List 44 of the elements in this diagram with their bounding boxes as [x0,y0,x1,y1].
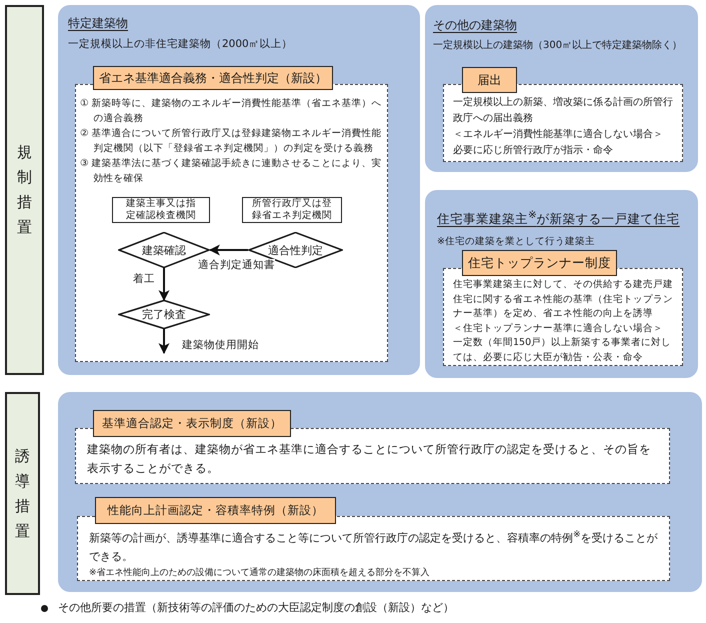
arrow [158,329,170,354]
heading-tab: 住宅トップランナー制度 [462,250,617,276]
list-item: ① 新築時等に、建築物のエネルギー消費性能基準（省エネ基準）への適合義務 [80,97,383,126]
panel-title: 住宅事業建築主$^{※}$が新築する一戸建て住宅 [437,208,680,228]
edge-label: 適合判定通知書 [198,259,275,272]
edge-label: 建築物使用開始 [182,339,259,352]
description-text: 一定規模以上の新築、増改築に係る計画の所管行政庁への届出義務 [453,96,674,126]
category-panel [58,392,702,592]
description-text: 建築物の所有者は、建築物が省エネ基準に適合することについて所管行政庁の認定を受けると、その旨を表示することができる。 [87,441,652,477]
category-panel [425,190,698,378]
panel-title: 特定建築物 [68,15,128,31]
list-item: ③ 建築基準法に基づく建築確認手続きに連動させることにより、実効性を確保 [80,157,383,186]
heading-tab: 省エネ基準適合義務・適合性判定（新設） [93,66,333,90]
description-box [443,84,683,162]
description-text: 一定数（年間150戸）以上新築する事業者に対しては、必要に応じ大臣が勧告・公表・命令 [453,336,672,364]
arrow [208,244,248,256]
description-text: ＜エネルギー消費性能基準に適合しない場合＞ [453,128,664,142]
description-box [75,84,388,362]
description-box [75,428,670,484]
category-label: 誘導措置 [5,392,40,595]
panel-subtitle: 一定規模以上の非住宅建築物（2000㎡以上） [68,37,294,51]
note-text: その他所要の措置（新技術等の評価のための大臣認定制度の創設（新設）など） [58,601,454,615]
footnote-text: ※省エネ性能向上のための設備について通常の建築物の床面積を超える部分を不算入 [89,566,431,580]
category-panel [425,5,698,172]
description-text: ＜住宅トップランナー基準に適合しない場合＞ [453,322,664,336]
description-box [77,516,670,581]
heading-tab: 届出 [462,67,517,93]
decision-diamond: 完了検査 [118,300,210,329]
edge-label: 着工 [133,273,155,286]
description-text: 住宅事業建築主に対して、その供給する建売戸建住宅に関する省エネ性能の基準（住宅トップランナー基準）を定め、省エネ性能の向上を誘導 [453,278,674,321]
heading-tab: 性能向上計画認定・容積率特例（新設） [95,497,336,524]
panel-subtitle: 一定規模以上の建築物（300㎡以上で特定建築物除く） [433,39,684,53]
category-panel [58,5,420,375]
heading-tab: 基準適合認定・表示制度（新設） [93,410,291,437]
footnote-text: ※住宅の建築を業として行う建築主 [437,235,596,248]
organization-box: 建築主事又は指定確認検査機関 [112,197,210,223]
description-text: 新築等の計画が、誘導基準に適合すること等について所管行政庁の認定を受けると、容積率の特例$^{※}$を受けることができる。 [89,528,659,565]
description-text: 必要に応じ所管行政庁が指示・命令 [453,144,614,158]
category-label: 規制措置 [5,5,44,375]
arrow [158,268,170,302]
list-item: ② 基準適合について所管行政庁又は登録建築物エネルギー消費性能判定機関（以下「登録省エネ判定機関」）の判定を受ける義務 [80,127,383,156]
panel-title: その他の建築物 [433,17,517,33]
organization-box: 所管行政庁又は登録省エネ判定機関 [242,197,342,223]
description-box [443,268,683,366]
